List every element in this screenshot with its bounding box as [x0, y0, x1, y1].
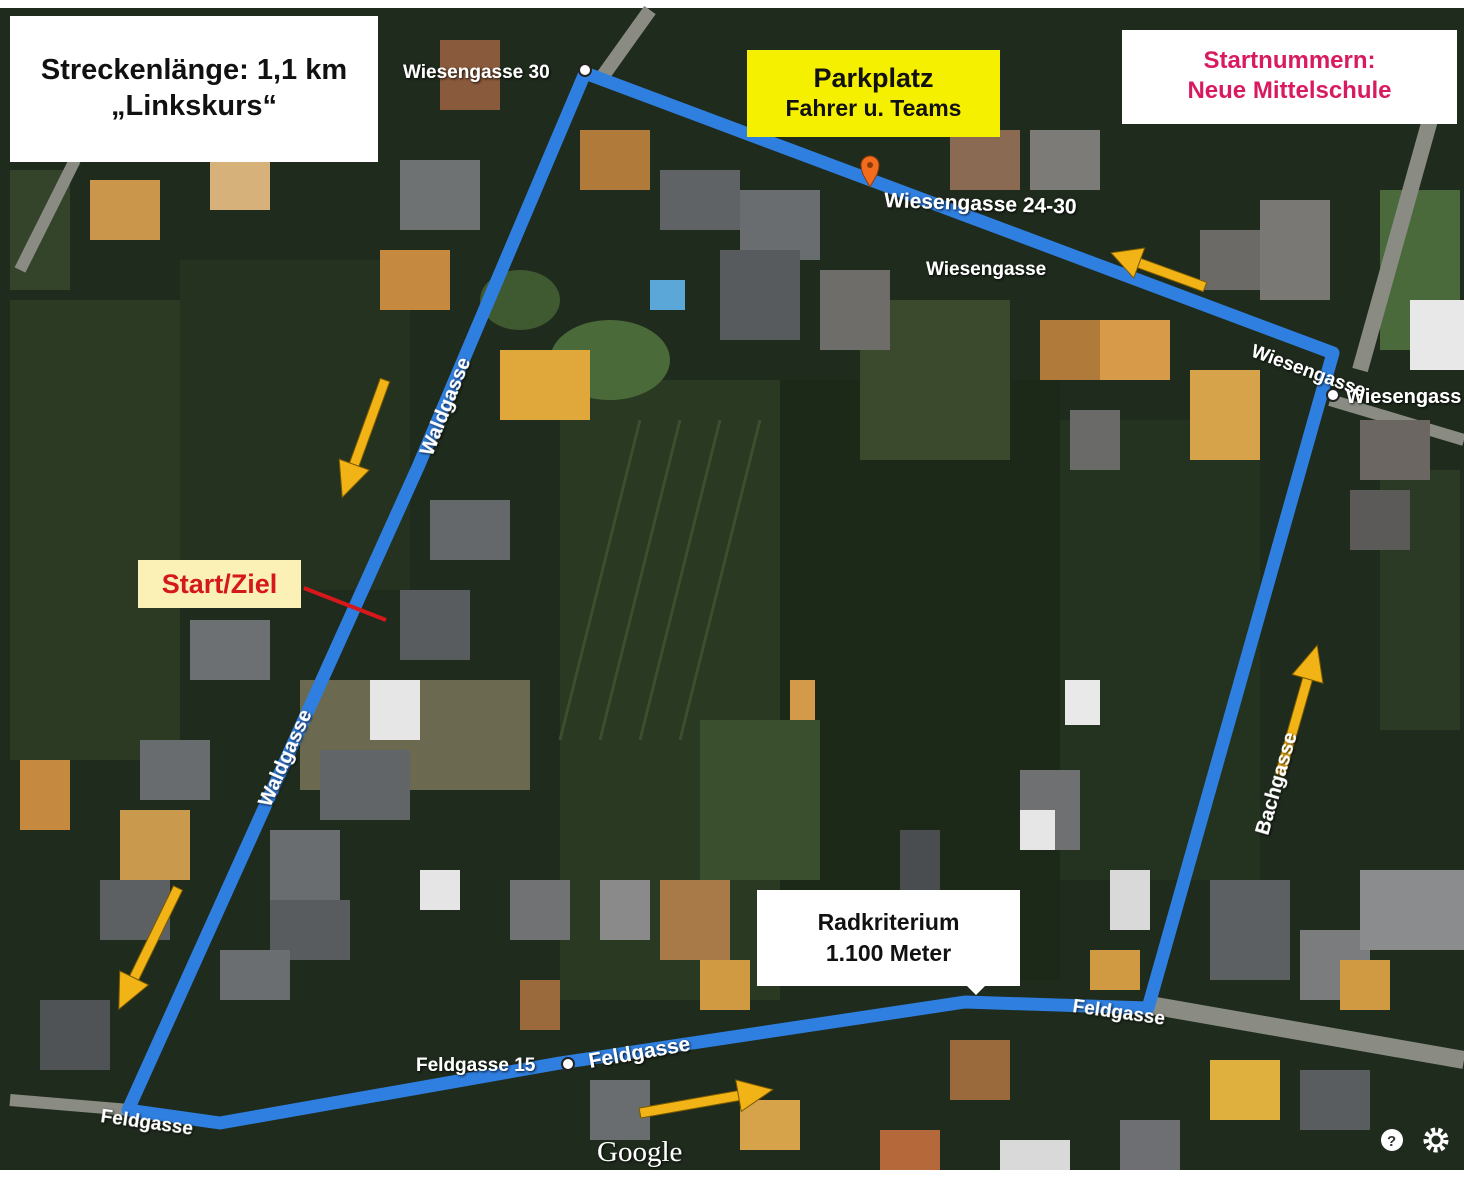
buildings [20, 40, 1464, 1177]
parking-box: Parkplatz Fahrer u. Teams [747, 50, 1000, 137]
label-feldgasse-15: Feldgasse 15 [416, 1055, 536, 1076]
location-markers [561, 63, 1340, 1071]
race-info-box: Radkriterium 1.100 Meter [757, 890, 1020, 986]
label-wiesengasse-30: Wiesengasse 30 [403, 62, 550, 83]
arrow-left-icon [1110, 247, 1208, 293]
arrow-right-icon [638, 1079, 775, 1119]
arrow-down-icon [118, 885, 184, 1011]
svg-text:?: ? [1387, 1133, 1396, 1150]
race-distance: 1.100 Meter [825, 940, 952, 966]
arrow-down-icon [338, 377, 391, 499]
course-direction: „Linkskurs“ [111, 90, 277, 122]
direction-arrows [118, 247, 1324, 1119]
start-finish-label: Start/Ziel [138, 560, 301, 608]
race-route [121, 66, 1340, 1130]
google-logo: Google [597, 1136, 682, 1168]
label-wiesengasse: Wiesengasse [926, 259, 1046, 280]
callout-pointer [966, 985, 986, 995]
map-pin-icon[interactable] [860, 155, 880, 189]
start-numbers-box: Startnummern: Neue Mittelschule [1122, 30, 1457, 124]
arrow-up-icon [1274, 644, 1324, 777]
marker-dot[interactable] [578, 63, 592, 77]
orchard-rows [558, 419, 762, 741]
parking-title: Parkplatz [813, 63, 934, 93]
course-length: Streckenlänge: 1,1 km [40, 54, 348, 86]
label-wiesengass-right: Wiesengass [1346, 386, 1461, 408]
race-name: Radkriterium [817, 909, 960, 935]
gear-icon[interactable] [1423, 1127, 1449, 1153]
bottom-border [0, 1170, 1464, 1177]
course-info-box: Streckenlänge: 1,1 km „Linkskurs“ [10, 16, 378, 162]
parking-subtitle: Fahrer u. Teams [785, 95, 962, 121]
marker-dot[interactable] [1326, 388, 1340, 402]
marker-dot[interactable] [561, 1057, 575, 1071]
help-icon[interactable]: ? [1381, 1129, 1403, 1151]
top-border [0, 0, 1464, 8]
start-finish-line [303, 586, 387, 622]
start-numbers-title: Startnummern: [1203, 47, 1376, 74]
start-numbers-location: Neue Mittelschule [1187, 77, 1392, 104]
